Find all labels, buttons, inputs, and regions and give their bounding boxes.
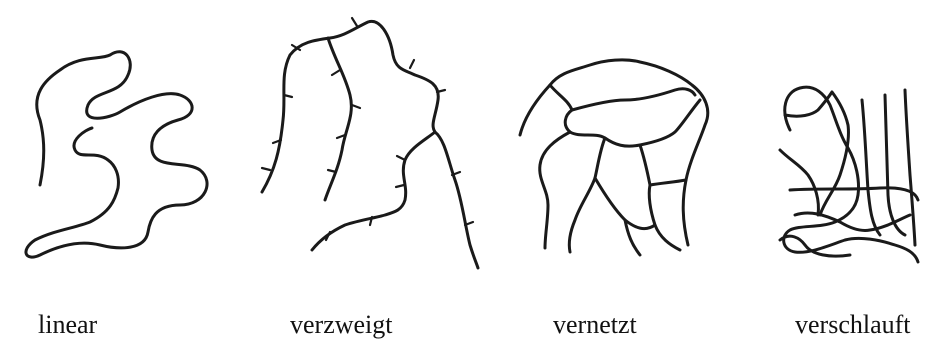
caption-verschlauft: verschlauft [795,312,911,338]
verzweigt-tick [352,105,360,108]
verzweigt-branch-left [325,38,351,200]
verzweigt-tick [397,156,405,160]
vernetzt-chain [640,145,680,250]
vernetzt-chain [650,180,686,185]
vernetzt-chain [572,89,695,110]
vernetzt-chain [550,85,700,146]
verzweigt-backbone [262,21,478,268]
verschlauft-polymer-drawing [780,87,918,262]
vernetzt-chain [569,138,605,252]
verzweigt-tick [410,60,414,68]
verschlauft-chain [780,236,850,256]
verschlauft-chain [885,95,905,235]
verschlauft-chain [784,87,918,262]
polymer-drawings [0,0,936,280]
caption-linear: linear [38,312,97,338]
verzweigt-tick [332,70,340,75]
vernetzt-polymer-drawing [520,60,708,255]
linear-polymer-drawing [26,52,207,257]
vernetzt-chain [540,132,570,248]
verschlauft-chain [905,90,915,245]
caption-vernetzt: vernetzt [553,312,637,338]
verzweigt-tick [262,168,270,170]
verschlauft-chain [862,100,880,235]
verschlauft-chain [780,150,818,215]
verzweigt-polymer-drawing [262,18,478,268]
verzweigt-tick [396,185,404,187]
verzweigt-tick [352,18,357,26]
caption-verzweigt: verzweigt [290,312,393,338]
linear-chain [26,52,207,257]
verschlauft-chain [790,188,918,200]
